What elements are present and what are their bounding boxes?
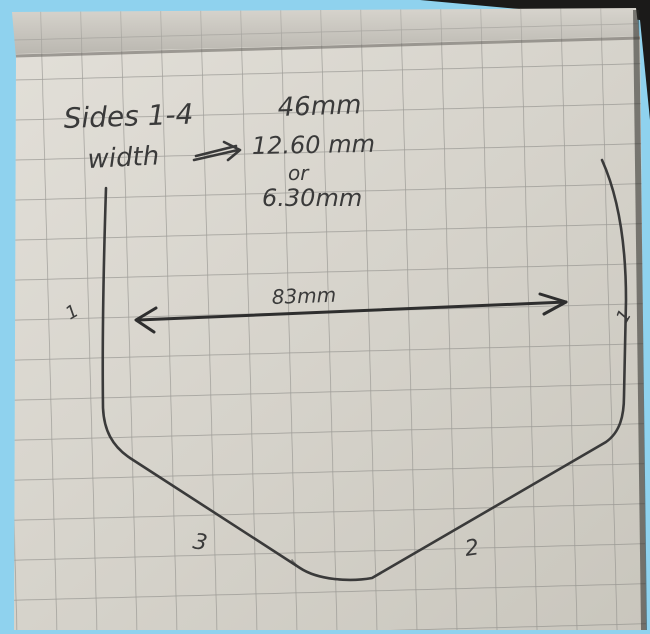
- width-value-1: 12.60 mm: [252, 130, 376, 160]
- dimension-label: 83mm: [271, 283, 336, 309]
- plate-outline-drawing: [101, 158, 628, 582]
- side-number-three: 3: [191, 529, 209, 556]
- sides-label: Sides 1-4: [63, 97, 194, 135]
- dimension-arrow: [134, 292, 568, 334]
- sides-value: 46mm: [277, 90, 362, 123]
- width-value-2: 6.30mm: [262, 184, 362, 212]
- width-or: or: [288, 161, 310, 185]
- width-arrow: [192, 140, 242, 162]
- width-label: width: [87, 141, 160, 175]
- side-number-two: 2: [463, 535, 480, 562]
